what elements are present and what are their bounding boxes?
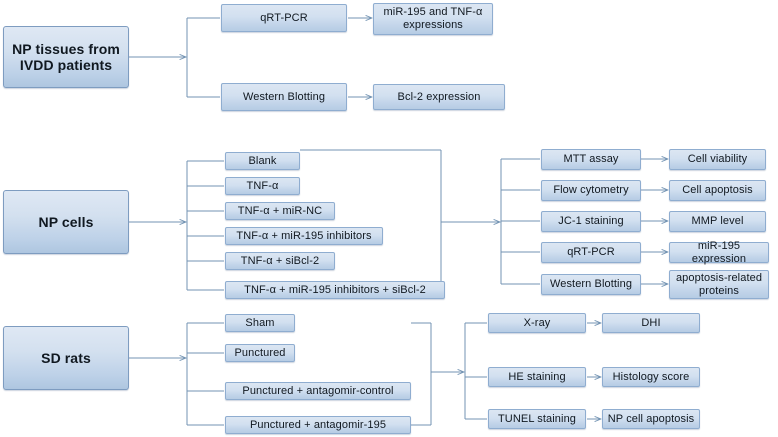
method-node-x-ray[interactable]: X-ray bbox=[488, 313, 586, 333]
node-label: X-ray bbox=[523, 316, 551, 329]
node-label: proteins bbox=[699, 284, 739, 297]
node-label: MTT assay bbox=[563, 153, 619, 166]
node-label: Flow cytometry bbox=[553, 184, 629, 197]
outcome-node-mir195-expression[interactable]: miR-195 expression bbox=[669, 239, 769, 265]
node-label: Histology score bbox=[612, 370, 690, 383]
method-node-tunel-staining[interactable]: TUNEL staining bbox=[488, 409, 586, 429]
outcome-node-np-cell-apoptosis[interactable]: NP cell apoptosis bbox=[602, 409, 700, 429]
node-label: Punctured + antagomir-195 bbox=[249, 418, 387, 431]
node-label: Western Blotting bbox=[549, 278, 633, 291]
node-label: miR-195 expression bbox=[691, 239, 747, 265]
group-node-sham[interactable]: Sham bbox=[225, 314, 295, 332]
group-node-tnfa-mirnc[interactable]: TNF-α + miR-NC bbox=[225, 202, 335, 220]
method-node-mtt-assay[interactable]: MTT assay bbox=[541, 149, 641, 170]
outcome-node-cell-apoptosis[interactable]: Cell apoptosis bbox=[669, 180, 766, 201]
method-node-western-blotting[interactable]: Western Blotting bbox=[221, 83, 347, 111]
group-node-tnfa-mir195-inhibitors-sibcl2[interactable]: TNF-α + miR-195 inhibitors + siBcl-2 bbox=[225, 281, 445, 299]
node-label: HE staining bbox=[508, 370, 566, 383]
source-node-np-tissues[interactable]: NP tissues from IVDD patients bbox=[3, 26, 129, 88]
outcome-node-histology-score[interactable]: Histology score bbox=[602, 367, 700, 387]
node-label: qRT-PCR bbox=[567, 246, 615, 259]
group-node-tnfa-mir195-inhibitors[interactable]: TNF-α + miR-195 inhibitors bbox=[225, 227, 383, 245]
node-label: TNF-α + miR-NC bbox=[237, 204, 323, 217]
group-node-tnfa-sibcl2[interactable]: TNF-α + siBcl-2 bbox=[225, 252, 335, 270]
source-line: NP tissues from bbox=[12, 40, 120, 57]
node-label: miR-195 and TNF-α bbox=[383, 6, 483, 19]
node-label: TNF-α + miR-195 inhibitors bbox=[236, 229, 372, 242]
group-node-punctured[interactable]: Punctured bbox=[225, 344, 295, 362]
method-node-qrt-pcr-cells[interactable]: qRT-PCR bbox=[541, 242, 641, 263]
method-node-qrt-pcr[interactable]: qRT-PCR bbox=[221, 4, 347, 32]
node-label: Western Blotting bbox=[242, 90, 326, 103]
node-label: TNF-α + miR-195 inhibitors + siBcl-2 bbox=[244, 283, 426, 296]
source-line: SD rats bbox=[41, 349, 91, 366]
node-label: expressions bbox=[403, 19, 463, 31]
group-node-blank[interactable]: Blank bbox=[225, 152, 300, 170]
node-label: TNF-α + siBcl-2 bbox=[240, 254, 320, 267]
method-node-flow-cytometry[interactable]: Flow cytometry bbox=[541, 180, 641, 201]
outcome-node-apoptosis-related-proteins[interactable]: apoptosis-related proteins bbox=[669, 270, 769, 299]
node-label: DHI bbox=[641, 316, 661, 329]
method-node-jc1-staining[interactable]: JC-1 staining bbox=[541, 211, 641, 232]
outcome-node-cell-viability[interactable]: Cell viability bbox=[669, 149, 766, 170]
node-label: Cell apoptosis bbox=[682, 184, 753, 197]
group-node-punctured-antagomir-195[interactable]: Punctured + antagomir-195 bbox=[225, 416, 411, 434]
node-label: Punctured + antagomir-control bbox=[242, 384, 394, 397]
source-node-sd-rats[interactable]: SD rats bbox=[3, 326, 129, 390]
node-label: Punctured bbox=[234, 346, 286, 359]
node-label: MMP level bbox=[691, 215, 744, 228]
node-label: Bcl-2 expression bbox=[397, 90, 481, 103]
group-node-tnfa[interactable]: TNF-α bbox=[225, 177, 300, 195]
node-label: Blank bbox=[248, 154, 277, 167]
node-label: JC-1 staining bbox=[558, 215, 624, 228]
node-label: NP cell apoptosis bbox=[607, 412, 695, 425]
node-label: apoptosis-related bbox=[675, 271, 763, 284]
node-label: Cell viability bbox=[687, 153, 748, 166]
outcome-node-dhi[interactable]: DHI bbox=[602, 313, 700, 333]
node-label: TUNEL staining bbox=[497, 412, 577, 425]
method-node-he-staining[interactable]: HE staining bbox=[488, 367, 586, 387]
outcome-node-mir195-tnfa-expressions[interactable]: miR-195 and TNF-α expressions bbox=[373, 3, 493, 35]
outcome-node-mmp-level[interactable]: MMP level bbox=[669, 211, 766, 232]
node-label: qRT-PCR bbox=[260, 11, 308, 24]
outcome-node-bcl2-expression[interactable]: Bcl-2 expression bbox=[373, 84, 505, 110]
node-label: TNF-α bbox=[246, 179, 279, 192]
source-line: IVDD patients bbox=[19, 57, 113, 73]
method-node-western-blotting-cells[interactable]: Western Blotting bbox=[541, 274, 641, 295]
node-label: Sham bbox=[245, 316, 275, 329]
group-node-punctured-antagomir-control[interactable]: Punctured + antagomir-control bbox=[225, 382, 411, 400]
source-line: NP cells bbox=[38, 213, 94, 230]
source-node-np-cells[interactable]: NP cells bbox=[3, 190, 129, 254]
